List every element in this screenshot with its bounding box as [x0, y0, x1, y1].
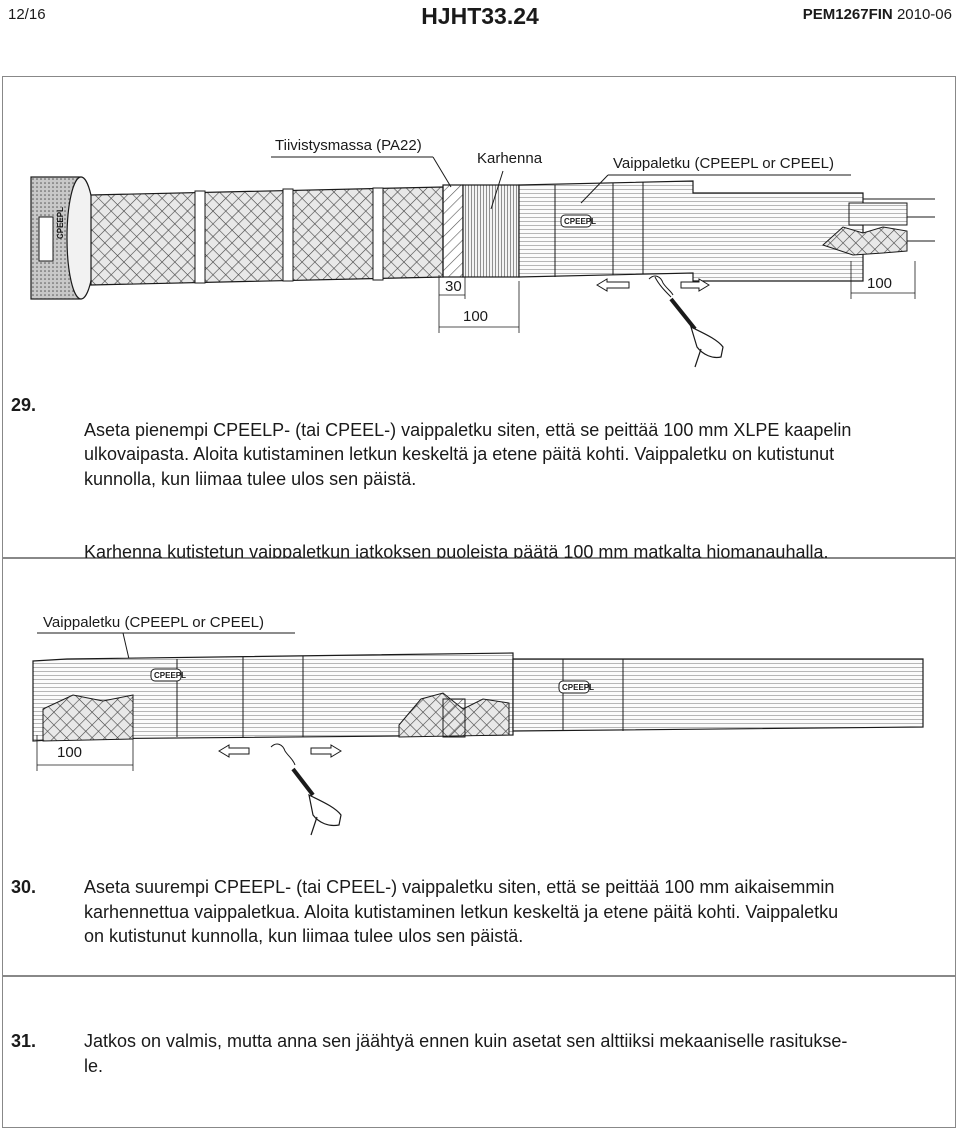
- dim-100-left-text: 100: [463, 308, 488, 325]
- cable-end-left: CPEEPL: [30, 176, 96, 300]
- cpeepl-tag-1: CPEEPL: [154, 671, 186, 680]
- cable-tail-right: [822, 198, 935, 256]
- step-31-paragraph: Jatkos on valmis, mutta anna sen jäähtyä…: [84, 1031, 848, 1076]
- step-31-number: 31.: [11, 1031, 37, 1051]
- label-sleeve-large: Vaippaletku (CPEEPL or CPEEL): [43, 614, 264, 631]
- document-date: 2010-06: [896, 6, 952, 23]
- step-30-diagram: Vaippaletku (CPEEPL or CPEEL) CPEEPL CPE…: [32, 614, 924, 836]
- document-title: HJHT33.24: [421, 3, 539, 29]
- step-29-paragraph-1: Aseta pienempi CPEELP- (tai CPEEL-) vaip…: [84, 419, 852, 489]
- step-29-diagram: CPEEPL CPEEPL: [30, 137, 935, 368]
- dimension-100-left: 100: [439, 281, 520, 333]
- label-abrade: Karhenna: [477, 150, 543, 167]
- callout-sleeve-large: Vaippaletku (CPEEPL or CPEEL): [37, 614, 295, 660]
- sealant-band: [442, 184, 464, 278]
- heating-arrows-2: [218, 744, 342, 758]
- label-sealant: Tiivistysmassa (PA22): [275, 137, 422, 154]
- cpeepl-tag-2: CPEEPL: [562, 683, 594, 692]
- callout-sealant: Tiivistysmassa (PA22): [271, 137, 452, 188]
- dimension-100-right: 100: [850, 261, 916, 299]
- large-sleeve: CPEEPL: [32, 652, 514, 742]
- torch-icon-2: [270, 743, 342, 836]
- dimension-100: 100: [36, 735, 134, 771]
- step-30-number: 30.: [11, 877, 37, 897]
- step-31-panel: 31. Jatkos on valmis, mutta anna sen jää…: [2, 976, 956, 1128]
- page-number: 12/16: [8, 6, 46, 23]
- cpeepl-tag-sleeve: CPEEPL: [564, 217, 596, 226]
- cpeepl-tag-left: CPEEPL: [56, 207, 65, 239]
- step-29-number: 29.: [11, 395, 37, 415]
- label-sleeve: Vaippaletku (CPEEPL or CPEEL): [613, 155, 834, 172]
- abraded-zone: [462, 184, 520, 278]
- step-29-panel: CPEEPL CPEEPL: [2, 76, 956, 586]
- dim-100-right-text: 100: [867, 275, 892, 292]
- product-code: PEM1267FIN: [802, 6, 893, 23]
- page-header: 12/16 HJHT33.24 PEM1267FIN 2010-06: [0, 0, 960, 34]
- callout-sleeve: Vaippaletku (CPEEPL or CPEEL): [580, 155, 851, 204]
- jacket-sleeve: CPEEPL: [518, 180, 864, 282]
- callout-abrade: Karhenna: [477, 150, 543, 210]
- dim-30-text: 30: [445, 278, 462, 295]
- dimension-30: 30: [438, 275, 466, 333]
- dim-100-text: 100: [57, 744, 82, 761]
- document-code: PEM1267FIN 2010-06: [803, 6, 952, 23]
- step-30-panel: Vaippaletku (CPEEPL or CPEEL) CPEEPL CPE…: [2, 558, 956, 976]
- wrapped-cable-section: [90, 186, 444, 286]
- heating-arrows: [596, 278, 710, 292]
- torch-icon: [648, 275, 724, 368]
- small-sleeve: CPEEPL: [512, 658, 924, 732]
- step-30-paragraph: Aseta suurempi CPEEPL- (tai CPEEL-) vaip…: [84, 877, 839, 946]
